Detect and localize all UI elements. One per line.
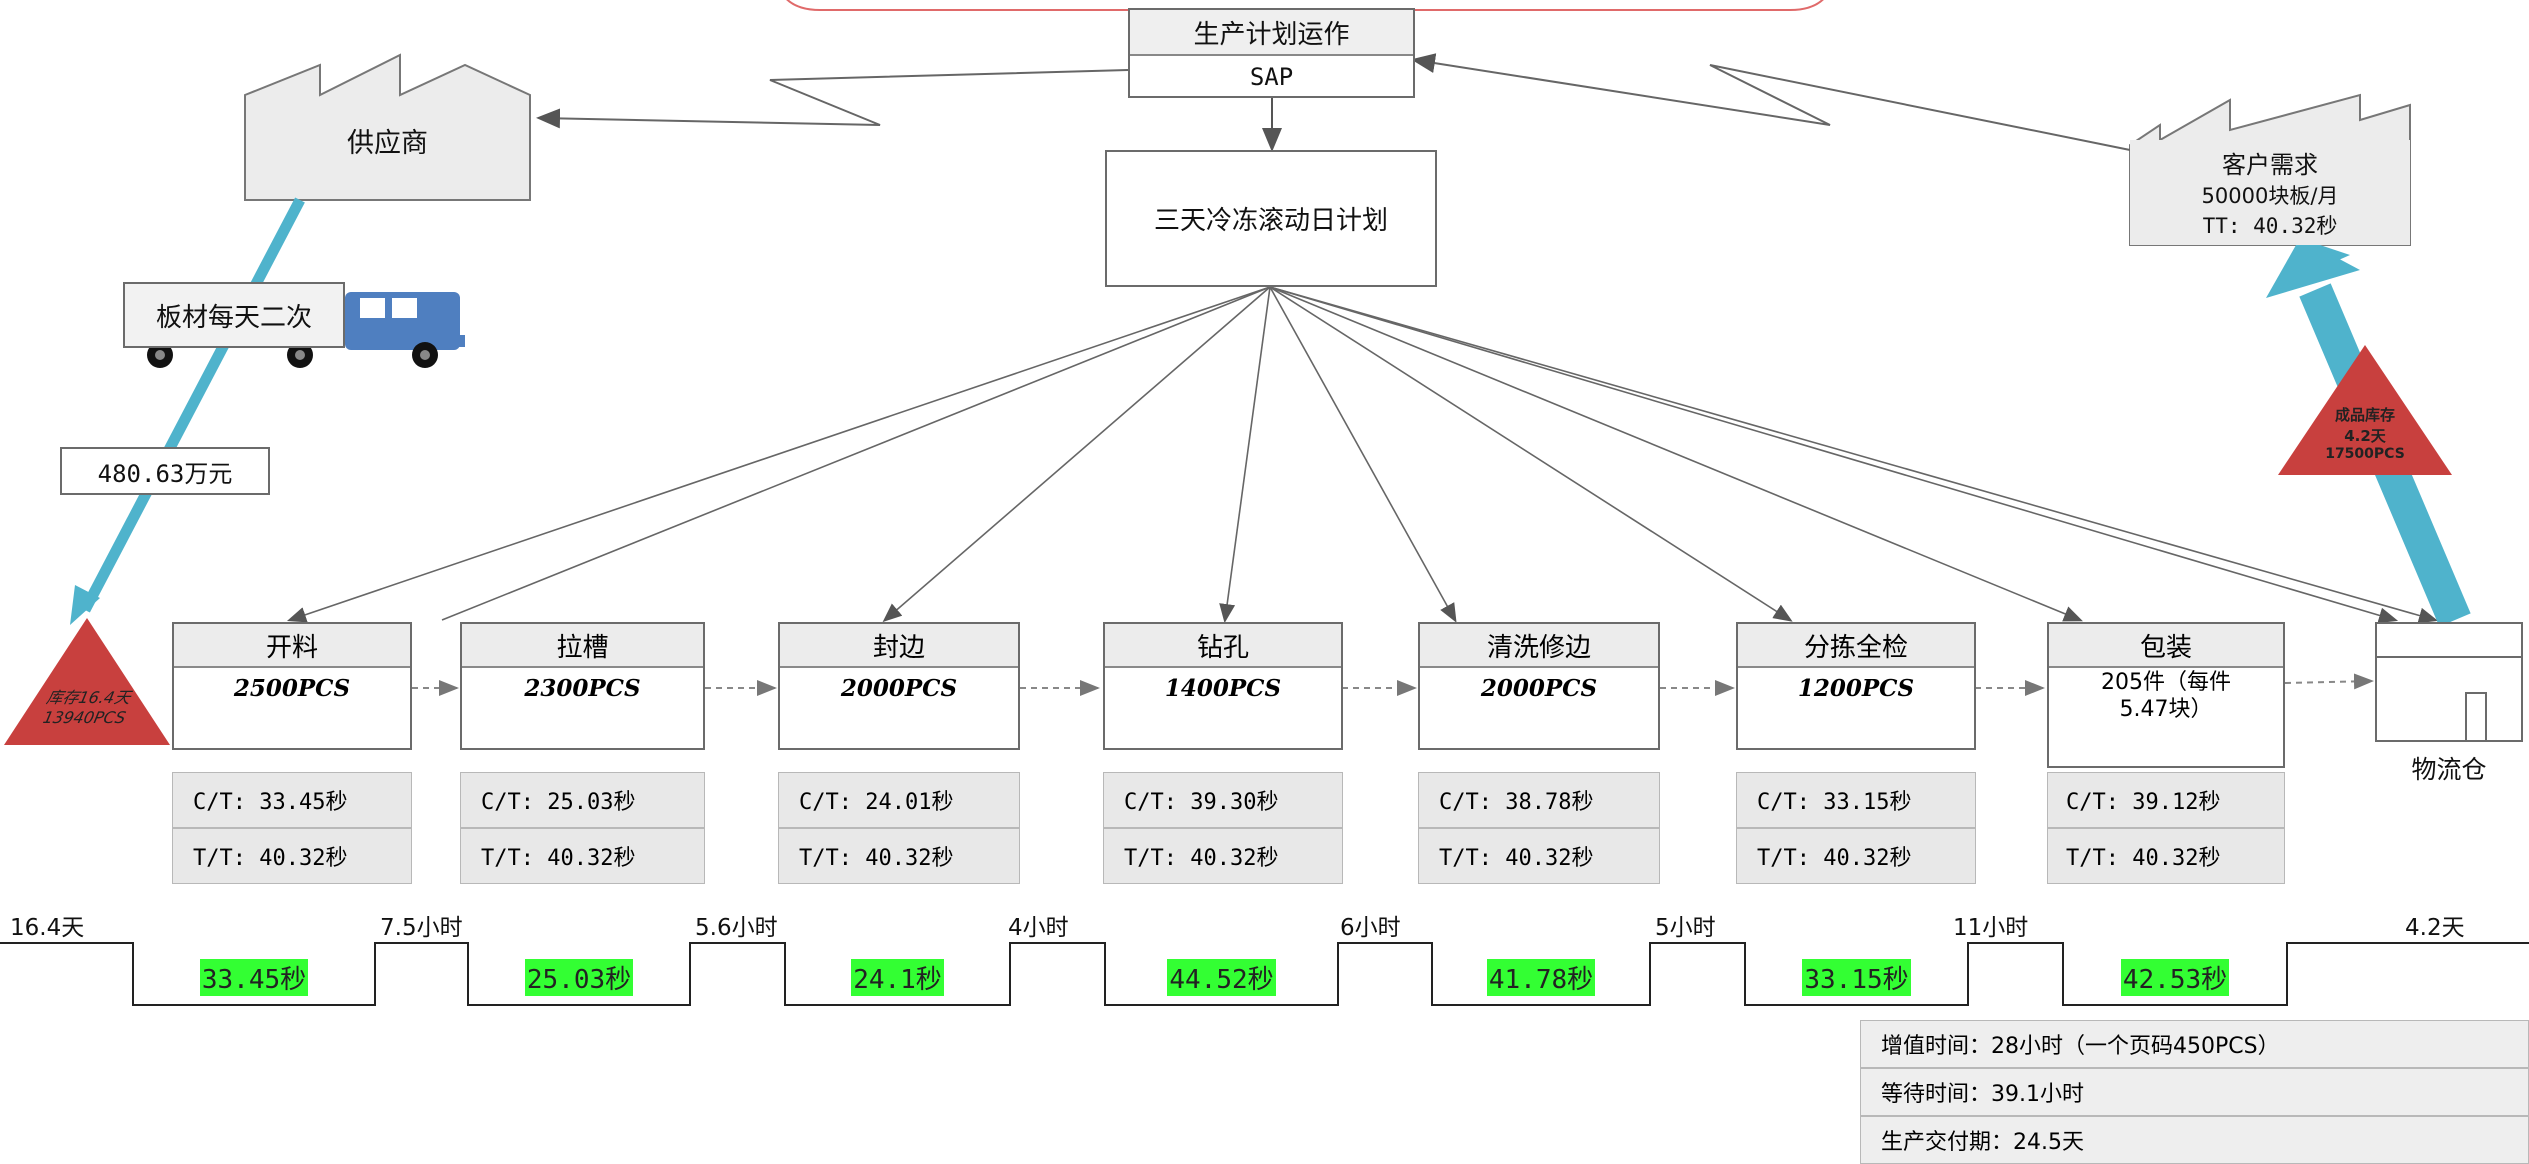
- timeline-value-slot: 33.15秒: [1745, 955, 1968, 999]
- customer-title: 客户需求: [2222, 145, 2318, 180]
- process-cycle-time: C/T: 33.15秒: [1736, 772, 1976, 828]
- process-takt-time: T/T: 40.32秒: [1103, 828, 1343, 884]
- planning-box: 生产计划运作 SAP: [1128, 8, 1415, 98]
- payable-box: 480.63万元: [60, 447, 270, 495]
- process-quantity: 2500PCS: [174, 668, 410, 708]
- process-name: 清洗修边: [1420, 624, 1658, 668]
- timeline-value-slot: 25.03秒: [468, 955, 690, 999]
- process-cycle-time: C/T: 24.01秒: [778, 772, 1020, 828]
- summary-value-added: 增值时间：28小时（一个页码450PCS）: [1860, 1020, 2529, 1068]
- process-takt-time: T/T: 40.32秒: [778, 828, 1020, 884]
- summary-waiting: 等待时间：39.1小时: [1860, 1068, 2529, 1116]
- customer-box: 客户需求 50000块板/月 TT: 40.32秒: [2130, 140, 2410, 245]
- timeline-value: 24.1秒: [851, 959, 944, 996]
- info-flow-from-customer: [1415, 60, 2130, 150]
- process-name: 拉槽: [462, 624, 703, 668]
- timeline-wait: 11小时: [1953, 908, 2028, 942]
- timeline-value: 25.03秒: [525, 959, 633, 996]
- planning-system: SAP: [1130, 56, 1413, 98]
- raw-inventory-qty: 13940PCS: [41, 708, 127, 727]
- truck-label: 板材每天二次: [123, 282, 345, 348]
- process-quantity: 2000PCS: [780, 668, 1018, 708]
- fg-inventory-label: 成品库存 4.2天 17500PCS: [2300, 395, 2430, 470]
- timeline-wait: 5.6小时: [695, 908, 778, 942]
- customer-takt: TT: 40.32秒: [2203, 210, 2338, 240]
- timeline-wait: 16.4天: [10, 908, 84, 942]
- fg-inventory-title: 成品库存: [2335, 404, 2395, 425]
- warehouse-label: 物流仓: [2375, 745, 2523, 790]
- process-cycle-time: C/T: 39.12秒: [2047, 772, 2285, 828]
- warehouse-box: [2375, 622, 2523, 742]
- process-takt-time: T/T: 40.32秒: [172, 828, 412, 884]
- timeline-value-slot: 33.45秒: [133, 955, 375, 999]
- timeline-value-slot: 42.53秒: [2063, 955, 2287, 999]
- process-name: 分拣全检: [1738, 624, 1974, 668]
- warehouse-door: [2465, 692, 2487, 742]
- process-quantity: 2300PCS: [462, 668, 703, 708]
- planning-title: 生产计划运作: [1130, 10, 1413, 56]
- timeline-value-slot: 24.1秒: [785, 955, 1010, 999]
- timeline-value-slot: 44.52秒: [1105, 955, 1338, 999]
- timeline-value: 33.15秒: [1802, 959, 1910, 996]
- process-quantity: 2000PCS: [1420, 668, 1658, 708]
- timeline-wait: 4小时: [1008, 908, 1069, 942]
- process-cycle-time: C/T: 25.03秒: [460, 772, 705, 828]
- fg-inventory-days: 4.2天: [2344, 425, 2386, 446]
- supplier-label: 供应商: [245, 115, 530, 165]
- customer-demand: 50000块板/月: [2202, 180, 2339, 210]
- process-quantity: 205件（每件5.47块）: [2049, 668, 2283, 724]
- process-quantity: 1200PCS: [1738, 668, 1974, 708]
- timeline-wait: 4.2天: [2405, 908, 2465, 942]
- process-quantity: 1400PCS: [1105, 668, 1341, 708]
- timeline-value: 33.45秒: [200, 959, 308, 996]
- process-takt-time: T/T: 40.32秒: [1736, 828, 1976, 884]
- timeline-value: 44.52秒: [1167, 959, 1275, 996]
- material-flow-arrow: [85, 200, 300, 610]
- timeline-value: 42.53秒: [2121, 959, 2229, 996]
- process-cycle-time: C/T: 39.30秒: [1103, 772, 1343, 828]
- process-name: 钻孔: [1105, 624, 1341, 668]
- info-flow-to-supplier: [540, 70, 1128, 125]
- schedule-fanout: [290, 287, 2435, 620]
- raw-inventory-days: 库存16.4天: [45, 684, 134, 708]
- fg-inventory-qty: 17500PCS: [2325, 446, 2405, 462]
- timeline-wait: 5小时: [1655, 908, 1716, 942]
- timeline-wait: 7.5小时: [380, 908, 463, 942]
- process-name: 开料: [174, 624, 410, 668]
- timeline-value-slot: 41.78秒: [1432, 955, 1650, 999]
- timeline-value: 41.78秒: [1487, 959, 1595, 996]
- process-cycle-time: C/T: 33.45秒: [172, 772, 412, 828]
- raw-inventory-label: 库存16.4天 13940PCS: [0, 670, 177, 740]
- timeline-wait: 6小时: [1340, 908, 1401, 942]
- process-takt-time: T/T: 40.32秒: [460, 828, 705, 884]
- summary-box: 增值时间：28小时（一个页码450PCS） 等待时间：39.1小时 生产交付期：…: [1860, 1020, 2529, 1158]
- process-takt-time: T/T: 40.32秒: [1418, 828, 1660, 884]
- process-name: 封边: [780, 624, 1018, 668]
- process-cycle-time: C/T: 38.78秒: [1418, 772, 1660, 828]
- warehouse-roof: [2377, 624, 2521, 658]
- process-takt-time: T/T: 40.32秒: [2047, 828, 2285, 884]
- summary-lead-time: 生产交付期：24.5天: [1860, 1116, 2529, 1164]
- process-name: 包装: [2049, 624, 2283, 668]
- schedule-box: 三天冷冻滚动日计划: [1105, 150, 1437, 287]
